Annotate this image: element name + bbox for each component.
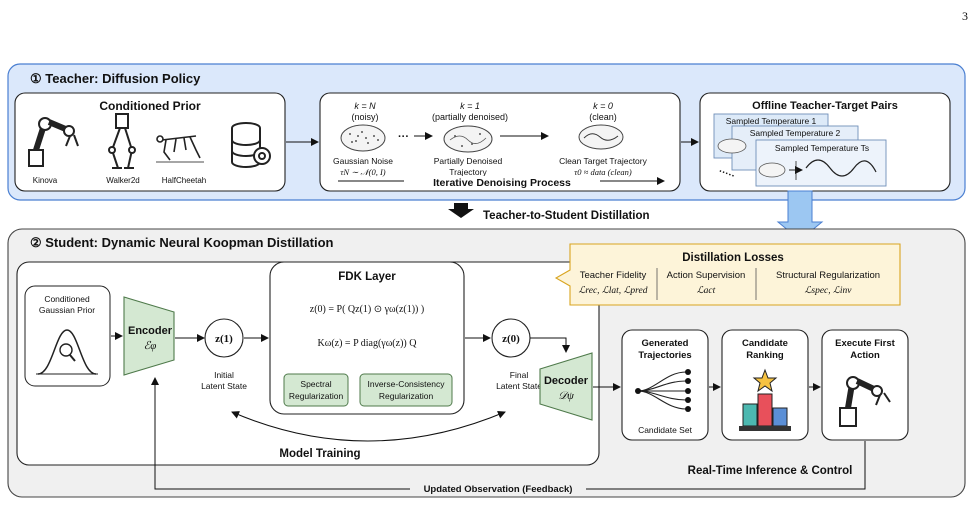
step-1-k: k = 1 bbox=[460, 101, 480, 111]
ranking-podium-icon bbox=[739, 368, 791, 431]
robot-arm-icon bbox=[839, 376, 891, 427]
student-title: ② Student: Dynamic Neural Koopman Distil… bbox=[30, 235, 334, 250]
walker2d-robot-icon bbox=[108, 113, 136, 169]
fdk-equation-2: Kω(z) = P diag(γω(z)) Q bbox=[318, 338, 418, 349]
gaussian-prior-box bbox=[24, 285, 111, 387]
latent-z1-label-1: Initial bbox=[214, 370, 234, 380]
step-1-caption: Partially Denoised bbox=[434, 156, 503, 166]
loss-name-structural: Structural Regularization bbox=[776, 270, 880, 281]
step-n-k: k = N bbox=[354, 101, 376, 111]
inverse-consistency-block bbox=[359, 373, 453, 407]
loss-terms-fidelity: ℒrec, ℒlat, ℒpred bbox=[579, 285, 648, 296]
step-n-desc: (noisy) bbox=[351, 112, 378, 122]
step-0-desc: (clean) bbox=[589, 112, 617, 122]
temperature-card-2-cloud bbox=[717, 138, 747, 154]
fdk-layer-title: FDK Layer bbox=[338, 271, 396, 283]
feedback-label-bg bbox=[410, 482, 586, 495]
feedback-label: Updated Observation (Feedback) bbox=[424, 484, 573, 495]
temperature-card-3-cloud bbox=[758, 162, 786, 178]
decoder-symbol: 𝒟ψ bbox=[558, 390, 574, 402]
iterative-process-label: Iterative Denoising Process bbox=[433, 177, 571, 189]
encoder-symbol: ℰφ bbox=[144, 340, 157, 352]
ranking-title-1: Candidate bbox=[742, 338, 788, 349]
generated-title-1: Generated bbox=[642, 338, 689, 349]
inverse-reg-label-2: Regularization bbox=[379, 391, 434, 401]
loss-name-action: Action Supervision bbox=[667, 270, 746, 281]
inverse-reg-label-1: Inverse-Consistency bbox=[367, 379, 445, 389]
encoder-block bbox=[123, 296, 175, 376]
latent-z0-label-2: Latent State bbox=[496, 381, 542, 391]
distillation-label: Teacher-to-Student Distillation bbox=[483, 210, 650, 222]
robot-label-kinova: Kinova bbox=[33, 176, 58, 185]
execute-title-1: Execute First bbox=[835, 338, 895, 349]
step-n-caption: Gaussian Noise bbox=[333, 156, 393, 166]
robot-label-halfcheetah: HalfCheetah bbox=[162, 176, 206, 185]
latent-z0-label-1: Final bbox=[510, 370, 529, 380]
conditioned-prior-box bbox=[14, 92, 286, 192]
distillation-down-arrow bbox=[448, 203, 474, 218]
target-trajectory-curve bbox=[805, 159, 877, 177]
latent-loop-arrow bbox=[231, 411, 506, 442]
ranking-title-2: Ranking bbox=[746, 350, 784, 361]
latent-z0-symbol: z(0) bbox=[502, 333, 520, 345]
temperature-card-3 bbox=[755, 139, 887, 187]
spectral-regularization-block bbox=[283, 373, 349, 407]
distillation-losses-box bbox=[554, 243, 901, 306]
noise-cloud-clean bbox=[578, 124, 624, 150]
loss-terms-action: ℒact bbox=[697, 285, 716, 296]
generated-title-2: Trajectories bbox=[638, 350, 691, 361]
fdk-equation-1: z(0) = P( Qz(1) ⊙ γω(z(1)) ) bbox=[310, 304, 424, 315]
iterative-process-label-bg bbox=[404, 176, 600, 188]
temperature-dots: ····· bbox=[717, 166, 736, 182]
temperature-label-1: Sampled Temperature 1 bbox=[726, 116, 817, 126]
encoder-label: Encoder bbox=[128, 325, 173, 337]
loss-name-fidelity: Teacher Fidelity bbox=[580, 270, 647, 281]
database-gear-icon bbox=[231, 122, 271, 168]
decoder-block bbox=[539, 352, 593, 421]
latent-z1-label-2: Latent State bbox=[201, 381, 247, 391]
gaussian-prior-label-2: Gaussian Prior bbox=[39, 305, 95, 315]
trajectory-fan-icon bbox=[635, 369, 691, 412]
halfcheetah-robot-icon bbox=[156, 135, 204, 163]
gaussian-prior-label-1: Conditioned bbox=[44, 294, 90, 304]
decoder-label: Decoder bbox=[544, 375, 589, 387]
execute-title-2: Action bbox=[850, 350, 880, 361]
denoising-process-box bbox=[319, 92, 681, 192]
temperature-label-2: Sampled Temperature 2 bbox=[750, 128, 841, 138]
step-1-desc: (partially denoised) bbox=[432, 112, 508, 122]
page-number: 3 bbox=[962, 9, 968, 23]
noise-cloud-noisy bbox=[340, 124, 386, 152]
robot-label-walker2d: Walker2d bbox=[106, 176, 140, 185]
step-1-caption-2: Trajectory bbox=[449, 167, 487, 177]
z0-to-decoder-arrow bbox=[530, 337, 570, 353]
gaussian-bell-icon bbox=[36, 329, 98, 375]
realtime-label: Real-Time Inference & Control bbox=[688, 465, 853, 477]
step-ellipsis: ··· bbox=[398, 131, 409, 143]
kinova-robot-icon bbox=[28, 117, 79, 167]
conditioned-prior-title: Conditioned Prior bbox=[99, 99, 201, 113]
temperature-label-3: Sampled Temperature Ts bbox=[775, 143, 869, 153]
spectral-reg-label-2: Regularization bbox=[289, 391, 344, 401]
step-0-caption: Clean Target Trajectory bbox=[559, 156, 647, 166]
loss-terms-structural: ℒspec, ℒinv bbox=[805, 285, 853, 296]
step-n-formula: τN ∼ 𝒩(0, I) bbox=[340, 167, 385, 177]
latent-z1-node bbox=[204, 318, 244, 358]
offline-pairs-title: Offline Teacher-Target Pairs bbox=[752, 100, 898, 112]
latent-z1-symbol: z(1) bbox=[215, 333, 233, 345]
model-training-label: Model Training bbox=[279, 448, 360, 460]
teacher-title: ① Teacher: Diffusion Policy bbox=[30, 71, 201, 86]
spectral-reg-label-1: Spectral bbox=[300, 379, 331, 389]
noise-cloud-partial bbox=[443, 125, 493, 153]
step-0-k: k = 0 bbox=[593, 101, 613, 111]
losses-title: Distillation Losses bbox=[682, 252, 784, 264]
candidate-set-caption: Candidate Set bbox=[638, 425, 693, 435]
step-0-formula: τ0 ≈ data (clean) bbox=[574, 167, 632, 177]
